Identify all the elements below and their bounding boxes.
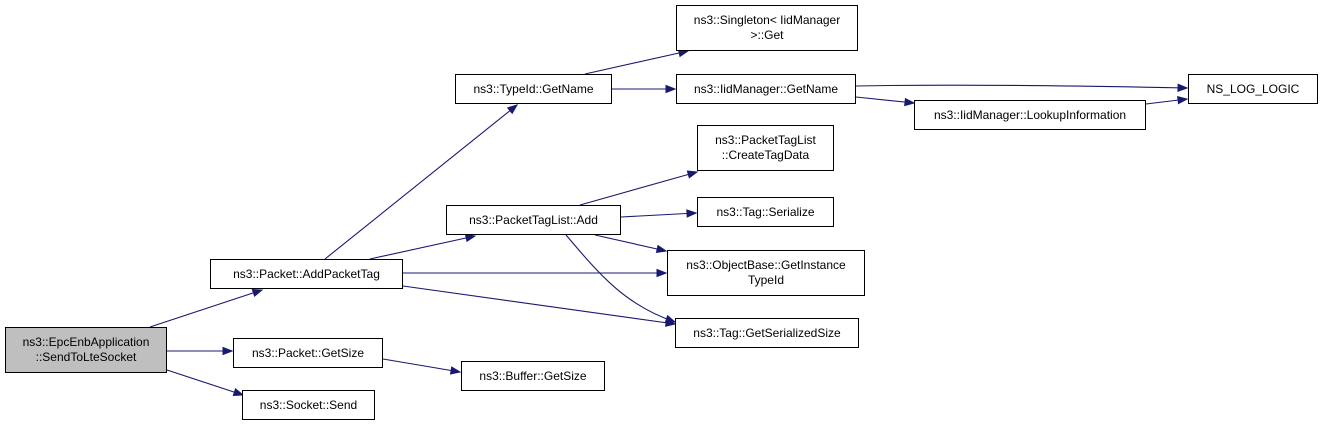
node-iid-manager-get-name[interactable]: ns3::IidManager::GetName: [676, 74, 856, 104]
node-packet-tag-list-create-tag-data[interactable]: ns3::PacketTagList ::CreateTagData: [697, 125, 834, 171]
edge-iidname-to-iidlookup-arrowhead: [904, 97, 916, 107]
edge-epc-to-pgetsize-arrowhead: [222, 346, 234, 356]
edge-ptladd-to-objbase-arrowhead: [655, 244, 668, 254]
edge-addtag-to-ptladd-arrowhead: [464, 233, 477, 243]
node-epc-enb-send-to-lte-socket[interactable]: ns3::EpcEnbApplication ::SendToLteSocket: [5, 327, 167, 373]
edge-epc-to-send: [166, 369, 244, 396]
edge-addtag-to-tagsersize: [402, 285, 676, 325]
edge-epc-to-addtag-arrowhead: [251, 288, 264, 297]
call-edges: [149, 48, 1189, 397]
node-singleton-iid-manager-get[interactable]: ns3::Singleton< IidManager >::Get: [676, 5, 858, 51]
node-tag-get-serialized-size[interactable]: ns3::Tag::GetSerializedSize: [675, 318, 859, 348]
edge-addtag-to-typeid-arrowhead: [506, 104, 519, 115]
node-object-base-get-instance-type-id[interactable]: ns3::ObjectBase::GetInstance TypeId: [667, 250, 865, 296]
edge-typeid-to-iidname-arrowhead: [665, 84, 677, 94]
edge-ptladd-to-tagsersize: [565, 234, 676, 323]
edge-iidname-to-nslog-arrowhead: [1177, 83, 1189, 92]
edge-addtag-to-objbase-arrowhead: [656, 268, 668, 278]
edge-ptladd-to-tagser: [620, 212, 697, 218]
node-ns-log-logic[interactable]: NS_LOG_LOGIC: [1188, 74, 1318, 104]
edge-iidlookup-to-nslog-arrowhead: [1177, 95, 1189, 105]
node-packet-tag-list-add[interactable]: ns3::PacketTagList::Add: [446, 205, 621, 235]
edge-iidname-to-iidlookup: [855, 96, 915, 104]
edge-epc-to-addtag: [149, 289, 263, 328]
edge-addtag-to-ptladd: [369, 235, 476, 260]
edge-addtag-to-typeid: [324, 104, 518, 260]
edge-ptladd-to-ptlcreate-arrowhead: [686, 170, 699, 179]
node-iid-manager-lookup-information[interactable]: ns3::IidManager::LookupInformation: [914, 100, 1146, 130]
edge-ptladd-to-tagser-arrowhead: [686, 209, 698, 218]
node-typeid-get-name[interactable]: ns3::TypeId::GetName: [455, 74, 612, 104]
node-buffer-get-size[interactable]: ns3::Buffer::GetSize: [461, 361, 605, 391]
edge-epc-to-send-arrowhead: [232, 388, 245, 397]
edge-ptladd-to-tagsersize-arrowhead: [664, 314, 677, 323]
edge-pgetsize-to-bufsize-arrowhead: [449, 366, 462, 375]
node-tag-serialize[interactable]: ns3::Tag::Serialize: [697, 197, 834, 227]
edge-pgetsize-to-bufsize: [382, 358, 461, 373]
edge-iidname-to-nslog: [855, 84, 1188, 89]
edge-ptladd-to-objbase: [594, 234, 667, 252]
node-packet-add-packet-tag[interactable]: ns3::Packet::AddPacketTag: [210, 259, 403, 289]
node-socket-send[interactable]: ns3::Socket::Send: [242, 390, 375, 420]
edge-ptladd-to-ptlcreate: [579, 171, 698, 206]
node-packet-get-size[interactable]: ns3::Packet::GetSize: [233, 338, 383, 368]
edge-typeid-to-singleton: [584, 50, 689, 75]
